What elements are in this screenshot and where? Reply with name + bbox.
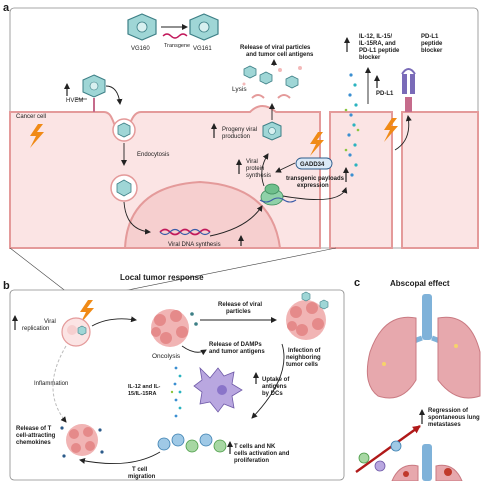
panel-c: c Abscopal effect Regression of [354,277,481,481]
immune-cells-c-icon [358,440,402,472]
replication-to-oncolysis-arrow [91,316,137,327]
oncolysis-tumor-icon [151,309,198,347]
viral-dna-icon [159,228,211,236]
cancer-cell-label: Cancer cell [16,114,46,120]
lungs-icon [366,294,481,399]
migration-arrow [79,451,161,464]
release-viral-label: Release of viral particles [218,302,264,315]
to-nucleus-arrow [123,201,151,235]
progeny-virus-icon [262,121,282,141]
viral-dna-synthesis-label: Viral DNA synthesis [168,242,221,248]
transgene-dna-icon [162,33,188,39]
panel-b-letter: b [3,280,10,292]
lightning-icon-a1 [30,124,44,148]
panel-a-letter: a [3,2,10,14]
lightning-icon-a3 [384,118,398,142]
t-nk-cells-icon [157,433,227,453]
mrna-icon [259,197,297,203]
vg160-virus-icon [127,13,157,41]
vg160-label: VG160 [131,46,150,52]
hvem-label: HVEM [66,98,83,104]
lightning-icon-b [80,300,94,324]
gadd34-arrow [275,162,296,173]
panel-b: b Local tumor response Viral replication… [3,273,345,481]
dendritic-cell-icon [193,366,243,413]
lysis-label: Lysis [232,86,247,93]
panel-b-title: Local tumor response [120,273,204,282]
regression-arrow [355,425,421,473]
protein-to-progeny-arrow [261,153,269,187]
panel-a: a VG160 Transgene VG161 HVEM [3,2,479,249]
zoom-line-right [97,247,337,297]
payload-arrow [282,187,348,201]
zoom-line-left [9,247,73,297]
capsid-vesicle-icon [110,174,138,202]
entry-arrow [105,85,123,105]
transgenic-payloads-label: transgenic payloads expression [286,176,346,189]
gadd34-badge [295,157,333,170]
infected-cell-icon [61,317,91,347]
damps-arrow [181,345,207,356]
secreted-cytokines-icon [344,73,360,177]
viral-dna-strand-icon [159,228,211,236]
pdl1-blocker-label: PD-L1 peptide blocker [421,34,444,54]
panel-c-title: Abscopal effect [390,279,450,288]
lysis-debris-icon [242,65,302,99]
viral-protein-synthesis-label: Viral protein synthesis [246,159,271,179]
oncolysis-label: Oncolysis [152,353,181,360]
lungs-lower-icon [391,444,463,481]
nucleus [123,180,282,249]
migration-label: T cell migration [128,467,156,480]
virus-binding-icon [82,74,106,98]
transgene-label: Transgene [164,43,190,49]
viral-replication-label: Viral replication [22,319,58,332]
neighboring-tumor-icon [286,291,329,340]
endocytic-vesicle-icon [112,118,136,142]
infection-label: Infection of neighboring tumor cells [286,348,322,368]
panel-c-letter: c [354,277,360,289]
il12-label: IL-12 and IL- 15/IL-15RA [128,384,162,397]
pdl1-label: PD-L1 [376,91,394,97]
cancer-cell-far-right [401,111,479,249]
release-t-label: Release of T cell-attracting chemokines [16,426,57,446]
vg161-virus-icon [189,13,219,41]
cytokines-label: IL-12, IL-15/ IL-15RA, and PD-L1 peptide… [359,34,401,61]
vg161-label: VG161 [193,46,212,52]
tnk-label: T cells and NK cells activation and prol… [234,444,291,464]
dc-to-tcell-arrow [251,343,285,419]
regression-label: Regression of spontaneous lung metastase… [428,408,481,428]
gadd34-label: GADD34 [300,162,325,168]
pdl1-receptor-icon [401,68,416,112]
lightning-icon-a2 [310,132,324,156]
dna-to-ribosome-arrow [209,205,263,237]
ribosome-icon [260,183,284,206]
progeny-label: Progeny viral production [222,127,259,140]
pdl1-arrow [394,115,412,151]
inflammation-label: Inflammation [34,381,68,387]
release-damps-label: Release of DAMPs and tumor antigens [209,342,265,355]
endocytosis-label: Endocytosis [137,152,169,158]
uptake-label: Uptake of antigens by DCs [262,377,291,397]
release-particles-label: Release of viral particles and tumor cel… [240,45,314,58]
chemokine-tumor-icon [60,424,104,458]
il12-dots-icon [170,366,182,418]
cancer-cell-right-section [329,111,393,249]
